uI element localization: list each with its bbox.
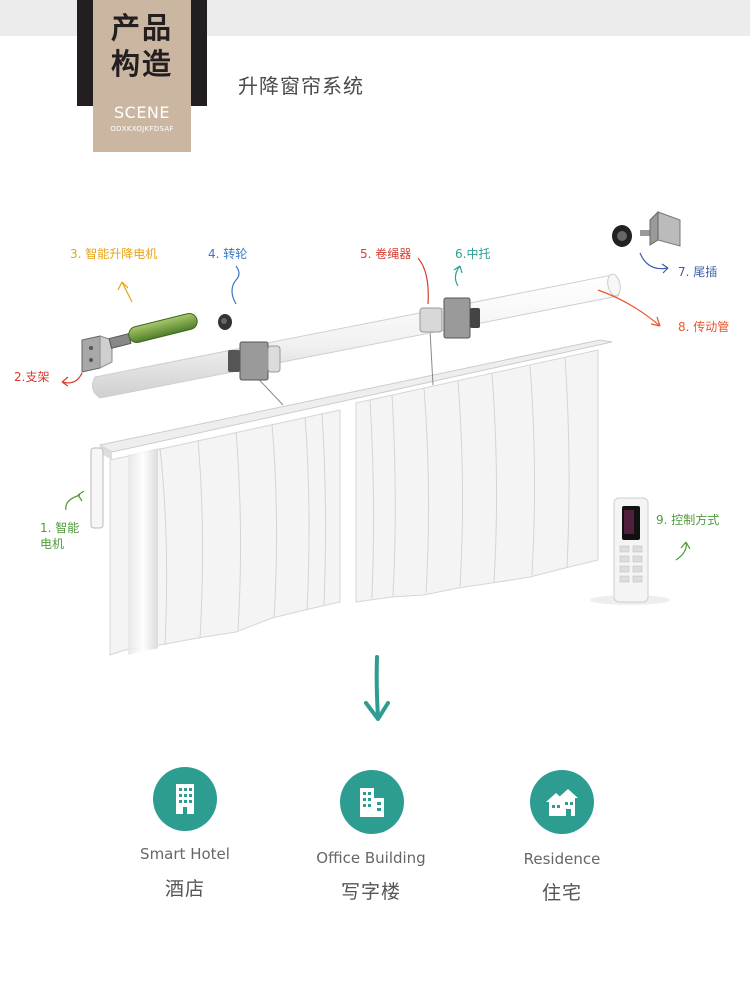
application-hotel-en: Smart Hotel [140,845,230,863]
reel [228,341,281,381]
label-control: 9. 控制方式 [656,512,719,527]
curtain-motor [90,447,104,529]
badge-title-line2: 构造 [110,47,173,81]
label-mid-support: 6.中托 [455,246,490,261]
arrow-control-head [680,541,691,550]
application-residence-en: Residence [523,850,601,868]
arrow-bracket [61,372,83,384]
arrow-mid-support [454,265,461,287]
curtain-system-diagram: 1. 智能 电机 2.支架 3. 智能升降电机 4. 转轮 5. 卷绳器 6.中… [14,210,729,656]
arrow-end-plug [639,252,669,270]
arrow-wheel [231,265,240,305]
label-bracket: 2.支架 [14,370,49,384]
arrow-lift-motor [121,281,133,303]
arrow-motor-head [77,490,85,502]
arrow-end-plug-head [661,263,669,274]
house-icon [530,770,594,834]
badge-title-line1: 产品 [110,11,173,45]
badge-scene: SCENE [113,103,170,122]
office-building-icon [340,770,404,834]
section-title: 升降窗帘系统 [238,74,364,98]
label-wheel: 4. 转轮 [208,246,247,261]
application-residence-cn: 住宅 [541,882,582,904]
remote-control [590,497,670,605]
badge-panel [93,0,191,152]
application-office-en: Office Building [316,849,426,867]
arrow-drive-tube [597,289,661,327]
hotel-icon [153,767,217,831]
label-lift-motor: 3. 智能升降电机 [70,246,157,261]
mid-support [419,297,480,339]
arrow-reel [417,257,429,305]
badge-title: 产品 构造 [93,10,191,82]
bracket [81,335,113,373]
application-office-cn: 写字楼 [340,881,401,903]
hanging-cord-right [429,329,434,386]
curtain-right [355,349,599,603]
label-reel: 5. 卷绳器 [360,246,411,261]
label-end-plug: 7. 尾插 [678,265,717,279]
label-motor: 1. 智能 [40,520,79,535]
drive-tube [91,273,621,399]
end-plug [612,210,681,247]
lift-motor [108,312,198,349]
arrow-down-icon [364,655,390,721]
arrow-control [675,541,687,561]
pointer-arrows [61,252,691,561]
curtain-track [98,339,613,460]
badge-scene-sub: ODXKXOJKFDSAF [110,125,174,133]
arrow-motor [65,494,81,511]
arrow-mid-support-head [453,265,463,274]
arrow-lift-motor-head [117,281,129,291]
label-drive-tube: 8. 传动管 [678,319,729,334]
curtain-left [109,409,341,656]
arrow-drive-tube-head [650,316,661,327]
arrow-bracket-head [61,376,69,387]
wheel [218,314,232,330]
application-hotel-cn: 酒店 [164,878,205,900]
label-motor-line2: 电机 [40,537,64,551]
